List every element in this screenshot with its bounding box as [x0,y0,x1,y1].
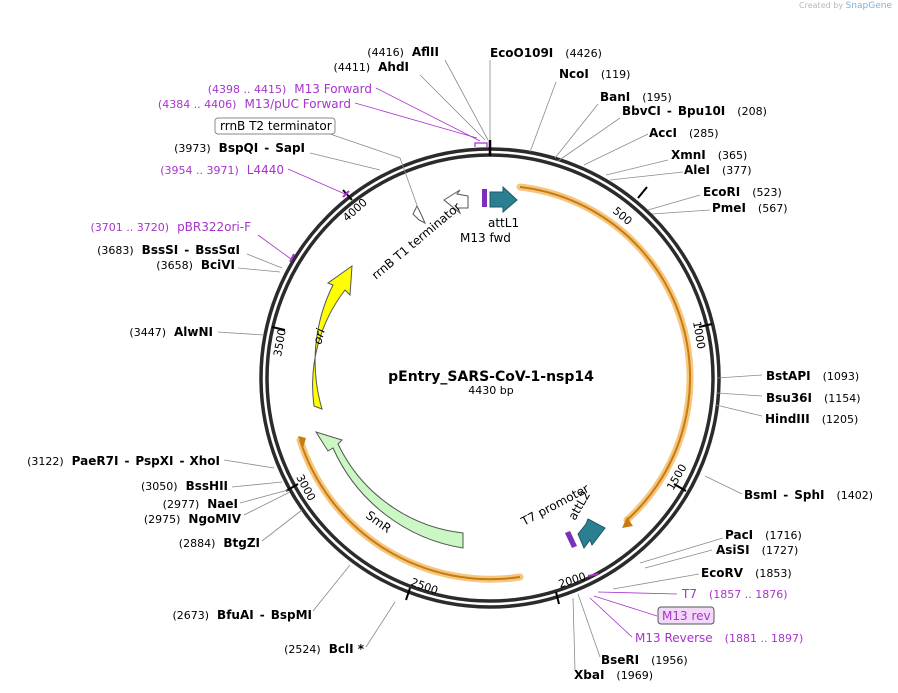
site-bseri: BseRI(1956) [601,653,688,667]
m13fwd-label: M13 fwd [460,231,511,245]
rrnb-t2-box: rrnB T2 terminator [214,117,419,209]
plasmid-name: pEntry_SARS-CoV-1-nsp14 [388,369,594,385]
site-ncoi: NcoI(119) [559,67,630,81]
site-naei: (2977)NaeI [163,497,238,511]
site-paer7i-pspxi-xhoi: (3122)PaeR7I-PspXI-XhoI [27,454,220,468]
site-bsmi-sphi: BsmI-SphI(1402) [744,488,873,502]
primer-pbr322: (3701 .. 3720)pBR322ori-F [91,220,252,234]
site-paci: PacI(1716) [725,528,802,542]
site-bsu36i: Bsu36I(1154) [766,391,861,405]
tick-3500: 3500 [271,328,289,358]
rrnb-t1-terminator: rrnB T1 terminator [369,189,469,282]
site-bani: BanI(195) [600,90,672,104]
site-bcli: (2524)BclI * [284,642,365,656]
primer-labels-left: (4398 .. 4415)M13 Forward (4384 .. 4406)… [91,82,373,234]
site-labels-right: EcoO109I(4426) NcoI(119) BanI(195) BbvCI… [490,46,873,682]
plasmid-length: 4430 bp [468,384,513,397]
site-aflii: (4416)AflII [367,45,439,59]
site-bfuai-bspmi: (2673)BfuAI-BspMI [172,608,312,622]
attl2-feature: T7 promoter attL2 [518,481,606,549]
attl1-feature: attL1 M13 fwd [460,185,519,245]
primer-labels-right: T7(1857 .. 1876) M13 rev M13 Reverse(188… [635,587,803,645]
site-bsssi-bsssai: (3683)BssSI-BssSαI [97,243,240,257]
primer-m13-forward: (4398 .. 4415)M13 Forward [208,82,372,96]
site-bcivi: (3658)BciVI [156,258,235,272]
primer-m13-rev: M13 rev [662,609,711,623]
leaders-primer [257,87,678,638]
leaders-left [217,59,489,648]
primer-t7: T7(1857 .. 1876) [681,587,788,601]
site-xbai: XbaI(1969) [574,668,653,682]
ori-feature: ori [310,264,353,410]
site-bspqi-sapi: (3973)BspQI-SapI [174,141,305,155]
site-xmni: XmnI(365) [671,148,747,162]
snapgene-credit: Created by SnapGene [799,1,892,11]
site-bstapi: BstAPI(1093) [766,369,859,383]
site-ecori: EcoRI(523) [703,185,782,199]
site-ngomiv: (2975)NgoMIV [144,512,242,526]
rrnb-t2-label: rrnB T2 terminator [220,119,332,133]
credit-brand: SnapGene [845,1,892,11]
attl1-label: attL1 [488,216,519,230]
primer-bind-marks [289,142,599,577]
leaders-right [489,60,763,671]
credit-prefix: Created by [799,1,844,10]
ori-label: ori [310,326,328,345]
site-ecoo109i: EcoO109I(4426) [490,46,602,60]
nsp14-orf-arc [296,183,694,583]
site-hindiii: HindIII(1205) [765,412,858,426]
site-btgzi: (2884)BtgZI [179,536,260,550]
site-bsshii: (3050)BssHII [141,479,228,493]
site-ecorv: EcoRV(1853) [701,566,792,580]
site-alei: AleI(377) [684,163,752,177]
site-labels-left: (4416)AflII (4411)AhdI (3973)BspQI-SapI … [27,45,439,656]
tick-1000: 1000 [690,320,708,350]
smr-feature: SmR [314,431,464,549]
site-acci: AccI(285) [649,126,719,140]
site-alwni: (3447)AlwNI [129,325,213,339]
site-pmei: PmeI(567) [712,201,788,215]
primer-l4440: (3954 .. 3971)L4440 [160,163,284,177]
primer-m13-reverse: M13 Reverse(1881 .. 1897) [635,631,803,645]
primer-m13-puc-forward: (4384 .. 4406)M13/pUC Forward [158,97,351,111]
site-bbvci-bpu10i: BbvCI-Bpu10I(208) [622,104,767,118]
site-asisi: AsiSI(1727) [716,543,798,557]
m13-rev-box [657,606,715,625]
tick-marks [271,186,713,605]
site-ahdi: (4411)AhdI [334,60,409,74]
